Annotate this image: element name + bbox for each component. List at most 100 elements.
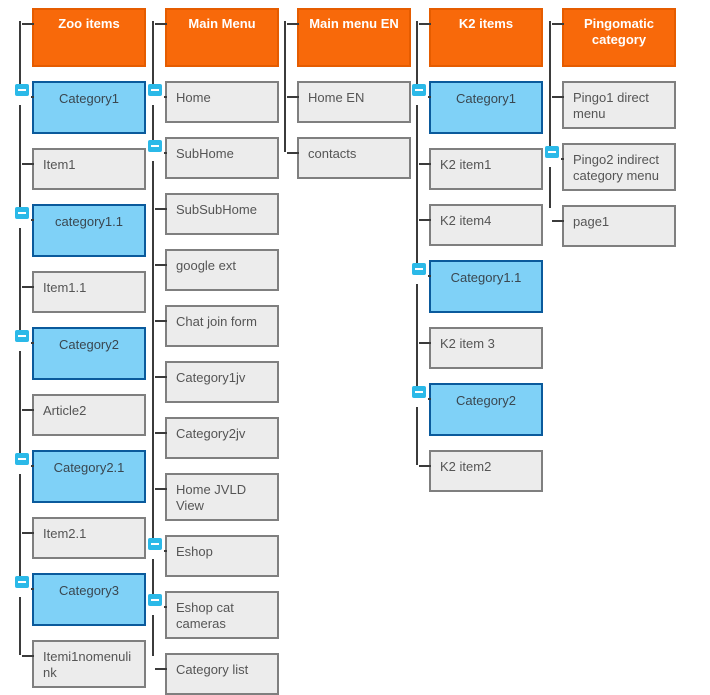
- column-title: Main menu EN: [309, 16, 399, 31]
- column-header-box[interactable]: Zoo items: [22, 8, 146, 67]
- connector-mask: [148, 96, 164, 105]
- category-box[interactable]: Category1: [15, 81, 146, 134]
- box-label: Category1.1: [450, 270, 522, 285]
- box-label: Home JVLD View: [176, 482, 247, 513]
- box-label: Eshop: [176, 544, 213, 559]
- item-box[interactable]: page1: [552, 205, 676, 247]
- item-box[interactable]: Chat join form: [155, 305, 279, 347]
- box-label: Category1: [59, 91, 119, 106]
- column-header-box[interactable]: Pingomatic category: [552, 8, 676, 67]
- item-box[interactable]: K2 item 3: [419, 327, 543, 369]
- item-box[interactable]: Itemi1nomenulink: [22, 640, 146, 688]
- connector-mask: [412, 96, 428, 105]
- collapse-minus-icon[interactable]: [15, 207, 29, 219]
- collapse-minus-icon[interactable]: [15, 576, 29, 588]
- item-box[interactable]: Item1: [22, 148, 146, 190]
- menu-column: Main menu EN Home EN contacts: [287, 8, 411, 179]
- item-box[interactable]: Item1.1: [22, 271, 146, 313]
- item-box[interactable]: Home EN: [287, 81, 411, 123]
- collapse-minus-icon[interactable]: [545, 146, 559, 158]
- tree-connector-line: [152, 21, 154, 656]
- tree-connector-line: [284, 21, 286, 152]
- connector-mask: [15, 219, 31, 228]
- column-header-box[interactable]: Main menu EN: [287, 8, 411, 67]
- item-box[interactable]: Category1jv: [155, 361, 279, 403]
- connector-mask: [15, 465, 31, 474]
- column-header-box[interactable]: Main Menu: [155, 8, 279, 67]
- item-box[interactable]: Category list: [155, 653, 279, 695]
- box-label: Item1: [43, 157, 76, 172]
- item-box[interactable]: SubSubHome: [155, 193, 279, 235]
- connector-mask: [545, 158, 561, 167]
- category-box[interactable]: Category3: [15, 573, 146, 626]
- box-label: Home EN: [308, 90, 365, 105]
- category-box[interactable]: Category2: [15, 327, 146, 380]
- item-box[interactable]: K2 item1: [419, 148, 543, 190]
- category-box[interactable]: Category2: [412, 383, 543, 436]
- box-label: Eshop cat cameras: [176, 600, 234, 631]
- item-box[interactable]: Eshop cat cameras: [148, 591, 279, 639]
- tree-connector-line: [549, 21, 551, 208]
- item-box[interactable]: Category2jv: [155, 417, 279, 459]
- column-title: Main Menu: [188, 16, 256, 31]
- item-box[interactable]: Item2.1: [22, 517, 146, 559]
- box-label: Pingo2 indirect category menu: [573, 152, 659, 183]
- box-label: Category1jv: [176, 370, 246, 385]
- box-label: SubSubHome: [176, 202, 257, 217]
- box-label: google ext: [176, 258, 236, 273]
- category-box[interactable]: Category2.1: [15, 450, 146, 503]
- collapse-minus-icon[interactable]: [148, 84, 162, 96]
- category-box[interactable]: Category1: [412, 81, 543, 134]
- connector-mask: [412, 398, 428, 407]
- collapse-minus-icon[interactable]: [15, 330, 29, 342]
- collapse-minus-icon[interactable]: [15, 84, 29, 96]
- box-label: K2 item1: [440, 157, 492, 172]
- item-box[interactable]: Home: [148, 81, 279, 123]
- box-label: Itemi1nomenulink: [43, 649, 132, 680]
- collapse-minus-icon[interactable]: [148, 594, 162, 606]
- item-box[interactable]: SubHome: [148, 137, 279, 179]
- column-header-box[interactable]: K2 items: [419, 8, 543, 67]
- item-box[interactable]: Eshop: [148, 535, 279, 577]
- box-label: K2 item 3: [440, 336, 495, 351]
- box-label: SubHome: [176, 146, 234, 161]
- connector-mask: [412, 275, 428, 284]
- collapse-minus-icon[interactable]: [148, 140, 162, 152]
- item-box[interactable]: Article2: [22, 394, 146, 436]
- tree-connector-line: [416, 21, 418, 465]
- collapse-minus-icon[interactable]: [412, 386, 426, 398]
- box-label: Category2: [59, 337, 119, 352]
- collapse-minus-icon[interactable]: [412, 84, 426, 96]
- connector-mask: [15, 588, 31, 597]
- box-label: Pingo1 direct menu: [573, 90, 649, 121]
- collapse-minus-icon[interactable]: [412, 263, 426, 275]
- box-label: Category2jv: [176, 426, 246, 441]
- item-box[interactable]: Pingo2 indirect category menu: [545, 143, 676, 191]
- box-label: contacts: [308, 146, 357, 161]
- collapse-minus-icon[interactable]: [15, 453, 29, 465]
- item-box[interactable]: Pingo1 direct menu: [552, 81, 676, 129]
- category-box[interactable]: Category1.1: [412, 260, 543, 313]
- box-label: K2 item2: [440, 459, 492, 474]
- box-label: Article2: [43, 403, 87, 418]
- box-label: Category2.1: [53, 460, 125, 475]
- box-label: Category list: [176, 662, 249, 677]
- connector-mask: [15, 342, 31, 351]
- connector-mask: [148, 152, 164, 161]
- item-box[interactable]: Home JVLD View: [155, 473, 279, 521]
- box-label: Home: [176, 90, 211, 105]
- collapse-minus-icon[interactable]: [148, 538, 162, 550]
- column-title: Zoo items: [58, 16, 120, 31]
- item-box[interactable]: K2 item2: [419, 450, 543, 492]
- item-box[interactable]: contacts: [287, 137, 411, 179]
- column-title: Pingomatic category: [583, 16, 655, 47]
- item-box[interactable]: K2 item4: [419, 204, 543, 246]
- box-label: page1: [573, 214, 610, 229]
- box-label: category1.1: [55, 214, 123, 229]
- item-box[interactable]: google ext: [155, 249, 279, 291]
- category-box[interactable]: category1.1: [15, 204, 146, 257]
